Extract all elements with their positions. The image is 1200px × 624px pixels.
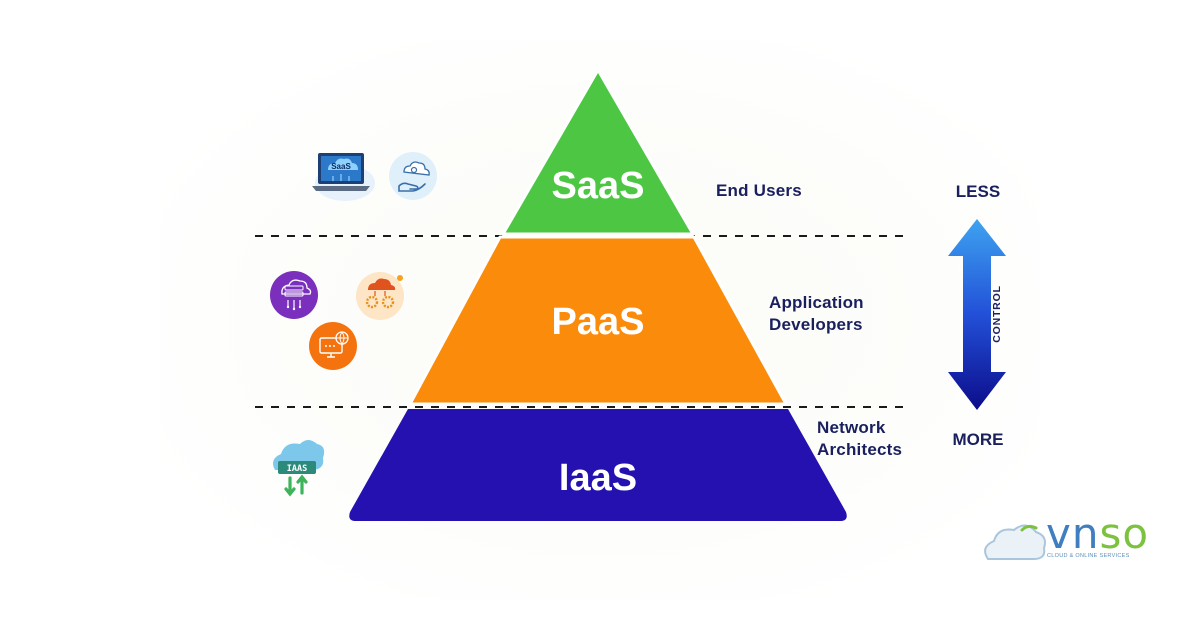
saas-role-label: End Users: [716, 180, 802, 202]
vnso-logo-tagline: CLOUD & ONLINE SERVICES: [1047, 553, 1130, 559]
iaas-tier: [349, 409, 847, 521]
paas-label: PaaS: [552, 301, 645, 343]
saas-laptop-icon: SaaS: [312, 153, 375, 201]
paas-role-label: Application Developers: [769, 292, 864, 336]
saas-role-line: End Users: [716, 181, 802, 200]
iaas-label: IaaS: [559, 457, 637, 499]
logo-prefix: vn: [1046, 509, 1100, 558]
hand-cloud-icon: [389, 152, 437, 200]
iaas-role-label: Network Architects: [817, 417, 902, 461]
cloud-gears-icon: [356, 272, 404, 320]
logo-suffix: so: [1099, 509, 1150, 558]
control-more-label: MORE: [952, 430, 1004, 449]
control-less-label: LESS: [955, 182, 1001, 201]
paas-tier: [408, 235, 788, 406]
paas-role-line-2: Developers: [769, 315, 863, 334]
control-arrow-icon: [948, 219, 1006, 410]
iaas-role-line-2: Architects: [817, 440, 903, 459]
saas-tier: [501, 68, 695, 236]
iaas-icon-badge: IAAS: [287, 464, 307, 474]
paas-role-line-1: Application: [769, 293, 864, 312]
saas-laptop-badge: SaaS: [331, 162, 351, 171]
vnso-logo-wordmark: vnso: [1046, 513, 1149, 555]
saas-label: SaaS: [552, 165, 645, 207]
iaas-role-line-1: Network: [817, 418, 886, 437]
control-axis-label: CONTROL: [991, 285, 1003, 343]
monitor-globe-icon: [309, 322, 357, 370]
iaas-cloud-icon: IAAS: [273, 440, 325, 497]
vnso-cloud-logo-icon: [984, 524, 1046, 560]
server-cloud-icon: [270, 271, 318, 319]
